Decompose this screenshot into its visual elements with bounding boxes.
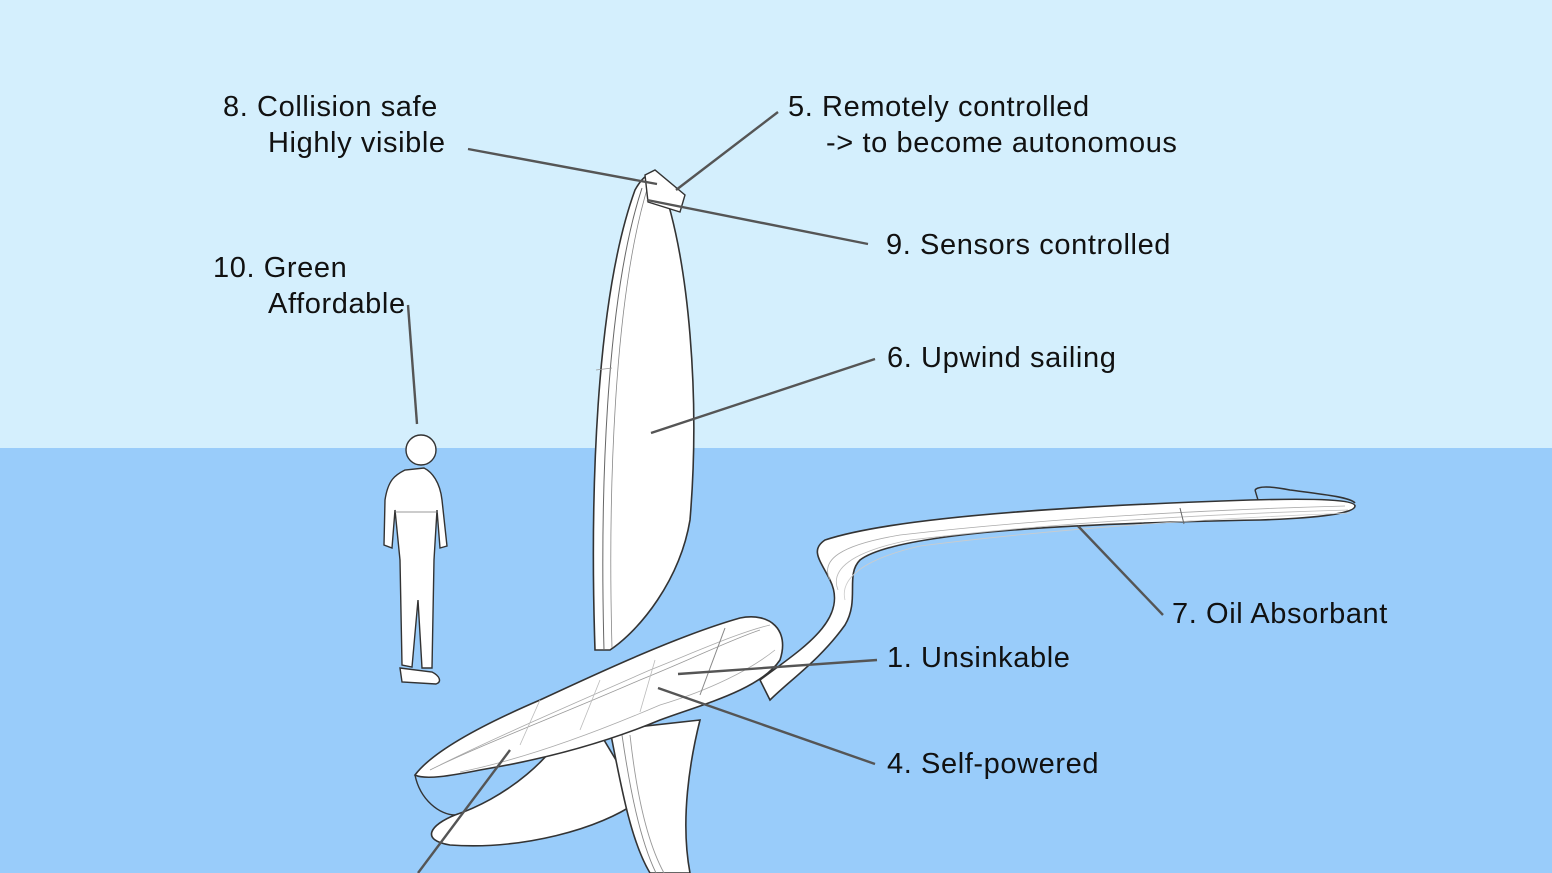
label-upwind-sailing: 6. Upwind sailing — [887, 340, 1116, 376]
label-6-text: 6. Upwind sailing — [887, 342, 1117, 374]
leader-line-1 — [677, 658, 878, 676]
label-8-line-1: 8. Collision safe — [223, 91, 438, 123]
leader-line-4 — [657, 686, 876, 766]
label-9-text: 9. Sensors controlled — [886, 229, 1172, 261]
label-remotely-controlled: 5. Remotely controlled -> to become auto… — [788, 89, 1178, 161]
leader-line-bottom — [417, 749, 511, 873]
label-collision-safe: 8. Collision safe Highly visible — [223, 89, 446, 161]
hull — [413, 616, 784, 816]
label-10-line-1: 10. Green — [213, 252, 348, 284]
oil-absorbent-boom — [758, 486, 1356, 702]
label-5-line-2: -> to become autonomous — [826, 127, 1178, 159]
sky-background — [0, 0, 1552, 448]
leader-line-6 — [650, 357, 876, 435]
label-oil-absorbant: 7. Oil Absorbant — [1172, 596, 1388, 632]
leader-line-7 — [1077, 525, 1164, 616]
label-4-text: 4. Self-powered — [887, 748, 1100, 780]
label-green-affordable: 10. Green Affordable — [213, 250, 406, 322]
person-figure — [383, 434, 448, 685]
leader-lines — [406, 111, 1164, 873]
label-10-line-2: Affordable — [268, 288, 406, 320]
label-unsinkable: 1. Unsinkable — [887, 640, 1071, 676]
leader-line-8 — [467, 147, 658, 186]
leader-line-5 — [675, 111, 779, 191]
label-sensors-controlled: 9. Sensors controlled — [886, 227, 1171, 263]
label-1-text: 1. Unsinkable — [887, 642, 1071, 674]
label-self-powered: 4. Self-powered — [887, 746, 1099, 782]
label-8-line-2: Highly visible — [268, 127, 446, 159]
label-5-line-1: 5. Remotely controlled — [788, 91, 1090, 123]
leader-line-9 — [646, 198, 869, 246]
label-7-text: 7. Oil Absorbant — [1172, 598, 1388, 630]
leader-line-10 — [406, 304, 419, 425]
